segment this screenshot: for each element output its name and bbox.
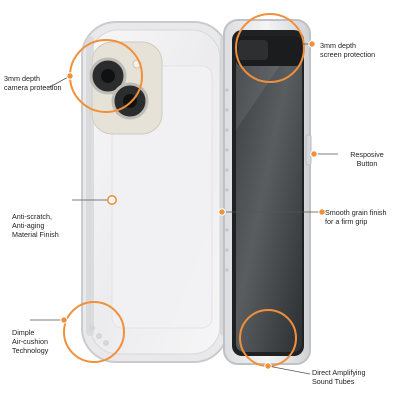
leader-lines — [30, 43, 338, 375]
anti-scratch-label: Anti-scratch, Anti-aging Material Finish — [12, 212, 59, 239]
phone-front-view — [223, 19, 312, 365]
dimple-cushion-label: Dimple Air-cushion Technology — [12, 328, 49, 355]
dimple-highlight-circle — [63, 301, 125, 363]
callout-markers — [60, 40, 326, 370]
smooth-grain-label: Smooth grain finish for a firm grip — [325, 208, 387, 226]
sound-tubes-label: Direct Amplifying Sound Tubes — [312, 368, 366, 386]
screen-protection-label: 3mm depth screen protection — [320, 41, 376, 59]
screen-highlight-circle — [235, 13, 305, 83]
responsive-button-label: Resposive Button — [350, 150, 384, 168]
camera-protection-label: 3mm depth camera protection — [4, 74, 62, 92]
phone-back-view — [81, 21, 229, 363]
